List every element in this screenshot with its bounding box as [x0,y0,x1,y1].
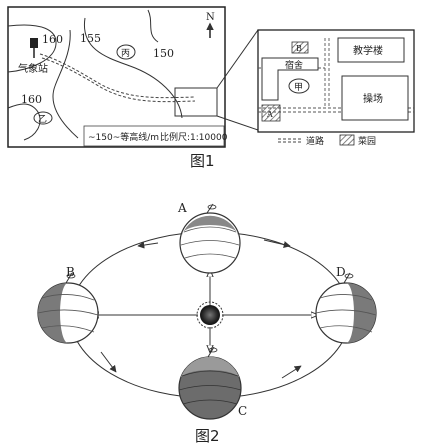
label-position-a: A [177,201,187,215]
legend-garden-swatch [339,134,355,146]
area-jia-outline [288,78,310,94]
legend-scale: 比例尺:1:10000 [160,131,228,143]
north-label: N [206,12,215,23]
garden-plot-b [291,41,309,54]
area-bing-outline [116,44,136,60]
weather-station-icon [30,38,38,58]
sun-icon [196,301,224,329]
label-bing: 丙 [121,48,130,59]
label-position-c: C [238,404,247,418]
label-playground: 操场 [363,92,383,105]
legend-road: 道路 [306,135,324,147]
garden-plot-a [261,104,281,122]
earth-position-a [179,203,241,274]
earth-position-c [178,346,242,420]
earth-position-d [315,272,377,344]
contour-label-160-bottom: 160 [21,93,42,106]
teaching-building [337,37,405,63]
inset-locator [174,87,218,117]
figure1-caption: 图1 [190,152,215,170]
label-plot-b: B [296,44,302,53]
contour-label-155: 155 [80,32,101,45]
orbit-arrow-lower-left [100,351,117,373]
label-position-d: D [336,265,346,279]
figure1-map: N 160 155 150 160 气象站 丙 乙 ~150~等高线/m 比例尺… [7,6,259,148]
inset-legend: 道路 菜园 [278,134,376,147]
label-yi: 乙 [38,114,47,125]
inset-connector-top [216,29,259,89]
dorm-building [261,57,319,101]
figure2-orbit: A B C [37,201,377,420]
area-yi-outline [33,111,53,125]
contour-label-160-top: 160 [42,33,63,46]
orbit-arrow-upper-left [137,241,159,249]
legend-contour: ~150~等高线/m [88,131,159,143]
label-plot-a: A [266,110,273,119]
label-position-b: B [66,265,75,279]
earth-position-b [37,272,99,344]
label-weather-station: 气象站 [18,62,48,75]
label-dorm: 宿舍 [285,59,303,71]
legend-box [83,125,225,147]
orbit-arrow-lower-right [281,365,302,379]
figure2-caption: 图2 [195,427,220,445]
road-main [39,53,196,103]
inset-connector-bottom [216,115,259,131]
figure1-inset: B 教学楼 宿舍 甲 A 操场 [257,29,415,133]
playground [341,75,409,121]
legend-garden: 菜园 [358,135,376,147]
contour-label-150: 150 [153,47,174,60]
orbit-arrow-upper-right [263,239,291,248]
label-jia: 甲 [294,82,303,93]
label-teaching-building: 教学楼 [353,44,383,57]
contour-150-north [147,9,159,43]
